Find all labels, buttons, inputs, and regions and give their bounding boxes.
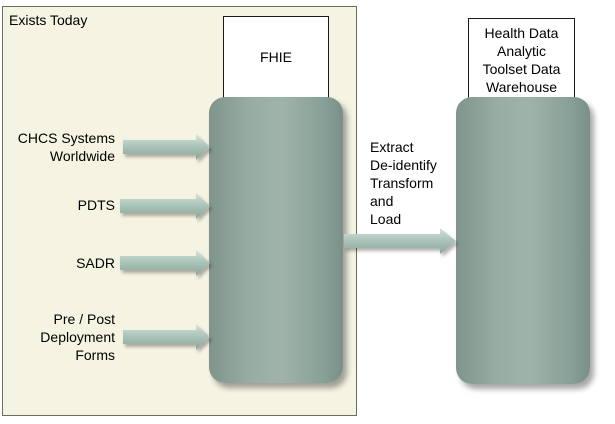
region-label: Exists Today (9, 12, 88, 28)
fhie-store (209, 97, 343, 383)
source-label-chcs: CHCS Systems Worldwide (18, 129, 115, 165)
arrow-pdts (120, 193, 210, 219)
source-label-pdts: PDTS (78, 196, 115, 214)
etl-label-line: Load (370, 211, 402, 227)
etl-label-line: De-identify (370, 157, 437, 173)
source-label-line: Worldwide (49, 148, 115, 164)
arrow-etl (344, 228, 456, 254)
arrow-sadr (120, 250, 210, 276)
source-label-line: Forms (75, 347, 115, 363)
warehouse-label-line: Analytic (496, 43, 547, 59)
etl-label-line: and (370, 193, 394, 209)
etl-label: Extract De-identify Transform and Load (370, 138, 437, 228)
fhie-label: FHIE (260, 49, 292, 65)
etl-label-line: Extract (370, 139, 414, 155)
arrow-chcs (123, 134, 210, 160)
source-label-line: PDTS (77, 197, 115, 213)
source-label-sadr: SADR (76, 254, 115, 272)
warehouse-label-line: Warehouse (485, 79, 558, 95)
etl-label-line: Transform (370, 175, 434, 191)
source-label-line: Pre / Post (53, 311, 115, 327)
source-label-line: CHCS Systems (17, 130, 115, 146)
arrow-deployment (123, 324, 210, 350)
source-label-line: SADR (76, 255, 115, 271)
warehouse-store (456, 97, 590, 384)
fhie-label-box: FHIE (223, 16, 329, 100)
source-label-line: Deployment (40, 329, 115, 345)
warehouse-label-box: Health Data Analytic Toolset Data Wareho… (468, 18, 575, 100)
warehouse-label-line: Health Data (484, 25, 559, 41)
source-label-deployment: Pre / Post Deployment Forms (40, 310, 115, 364)
warehouse-label-line: Toolset Data (482, 61, 561, 77)
